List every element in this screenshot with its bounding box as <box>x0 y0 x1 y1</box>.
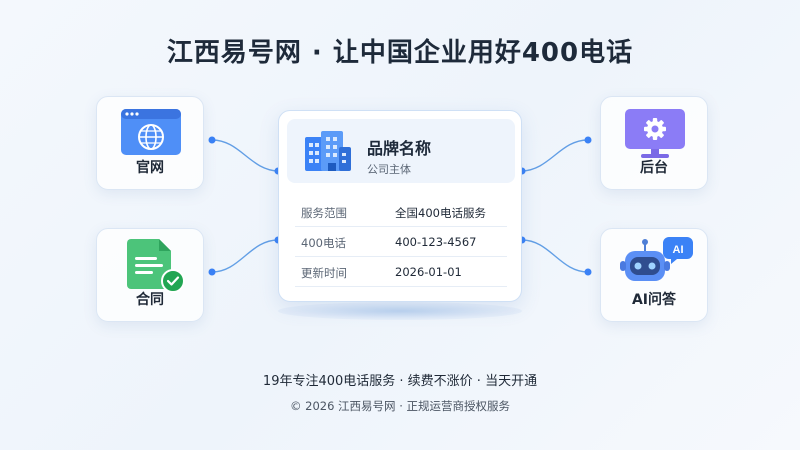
robot-icon: AI <box>620 237 693 281</box>
info-row-key: 400电话 <box>301 236 346 250</box>
page-title: 江西易号网 · 让中国企业用好400电话 <box>166 38 634 68</box>
info-row-value: 全国400电话服务 <box>395 206 486 220</box>
footer-tagline: 19年专注400电话服务 · 续费不涨价 · 当天开通 <box>262 374 538 389</box>
connector-contract <box>211 239 279 273</box>
info-row: 更新时间 2026-01-01 <box>295 257 507 287</box>
info-row-key: 更新时间 <box>301 266 347 280</box>
browser-globe-icon <box>121 109 181 155</box>
monitor-gear-icon <box>625 109 685 158</box>
info-row-key: 服务范围 <box>301 206 347 220</box>
tile-ai-label: AI问答 <box>631 292 677 308</box>
brand-name: 品牌名称 <box>367 139 432 158</box>
tile-website[interactable]: 官网 <box>96 96 204 190</box>
ai-bubble-text: AI <box>673 244 684 256</box>
info-row-value: 400-123-4567 <box>395 235 477 249</box>
info-row-value: 2026-01-01 <box>395 265 462 279</box>
tile-contract[interactable]: 合同 <box>96 228 204 322</box>
card-header: 品牌名称 公司主体 <box>287 119 515 183</box>
document-check-icon <box>127 239 185 293</box>
tile-admin-label: 后台 <box>640 160 668 176</box>
tile-ai-qa[interactable]: AI AI问答 <box>600 228 708 322</box>
connector-web <box>211 139 279 172</box>
brand-subtitle: 公司主体 <box>367 163 411 176</box>
info-row: 400电话 400-123-4567 <box>295 227 507 257</box>
card-pedestal <box>278 302 522 320</box>
brand-info-card: 品牌名称 公司主体 服务范围 全国400电话服务 400电话 400-123-4… <box>278 110 522 302</box>
building-icon <box>305 131 351 171</box>
connector-ai <box>521 239 589 273</box>
info-row: 服务范围 全国400电话服务 <box>295 197 507 227</box>
tile-website-label: 官网 <box>136 160 164 176</box>
connector-admin <box>521 139 589 172</box>
footer-copyright: © 2026 江西易号网 · 正规运营商授权服务 <box>289 399 511 413</box>
tile-contract-label: 合同 <box>136 292 164 308</box>
tile-admin[interactable]: 后台 <box>600 96 708 190</box>
